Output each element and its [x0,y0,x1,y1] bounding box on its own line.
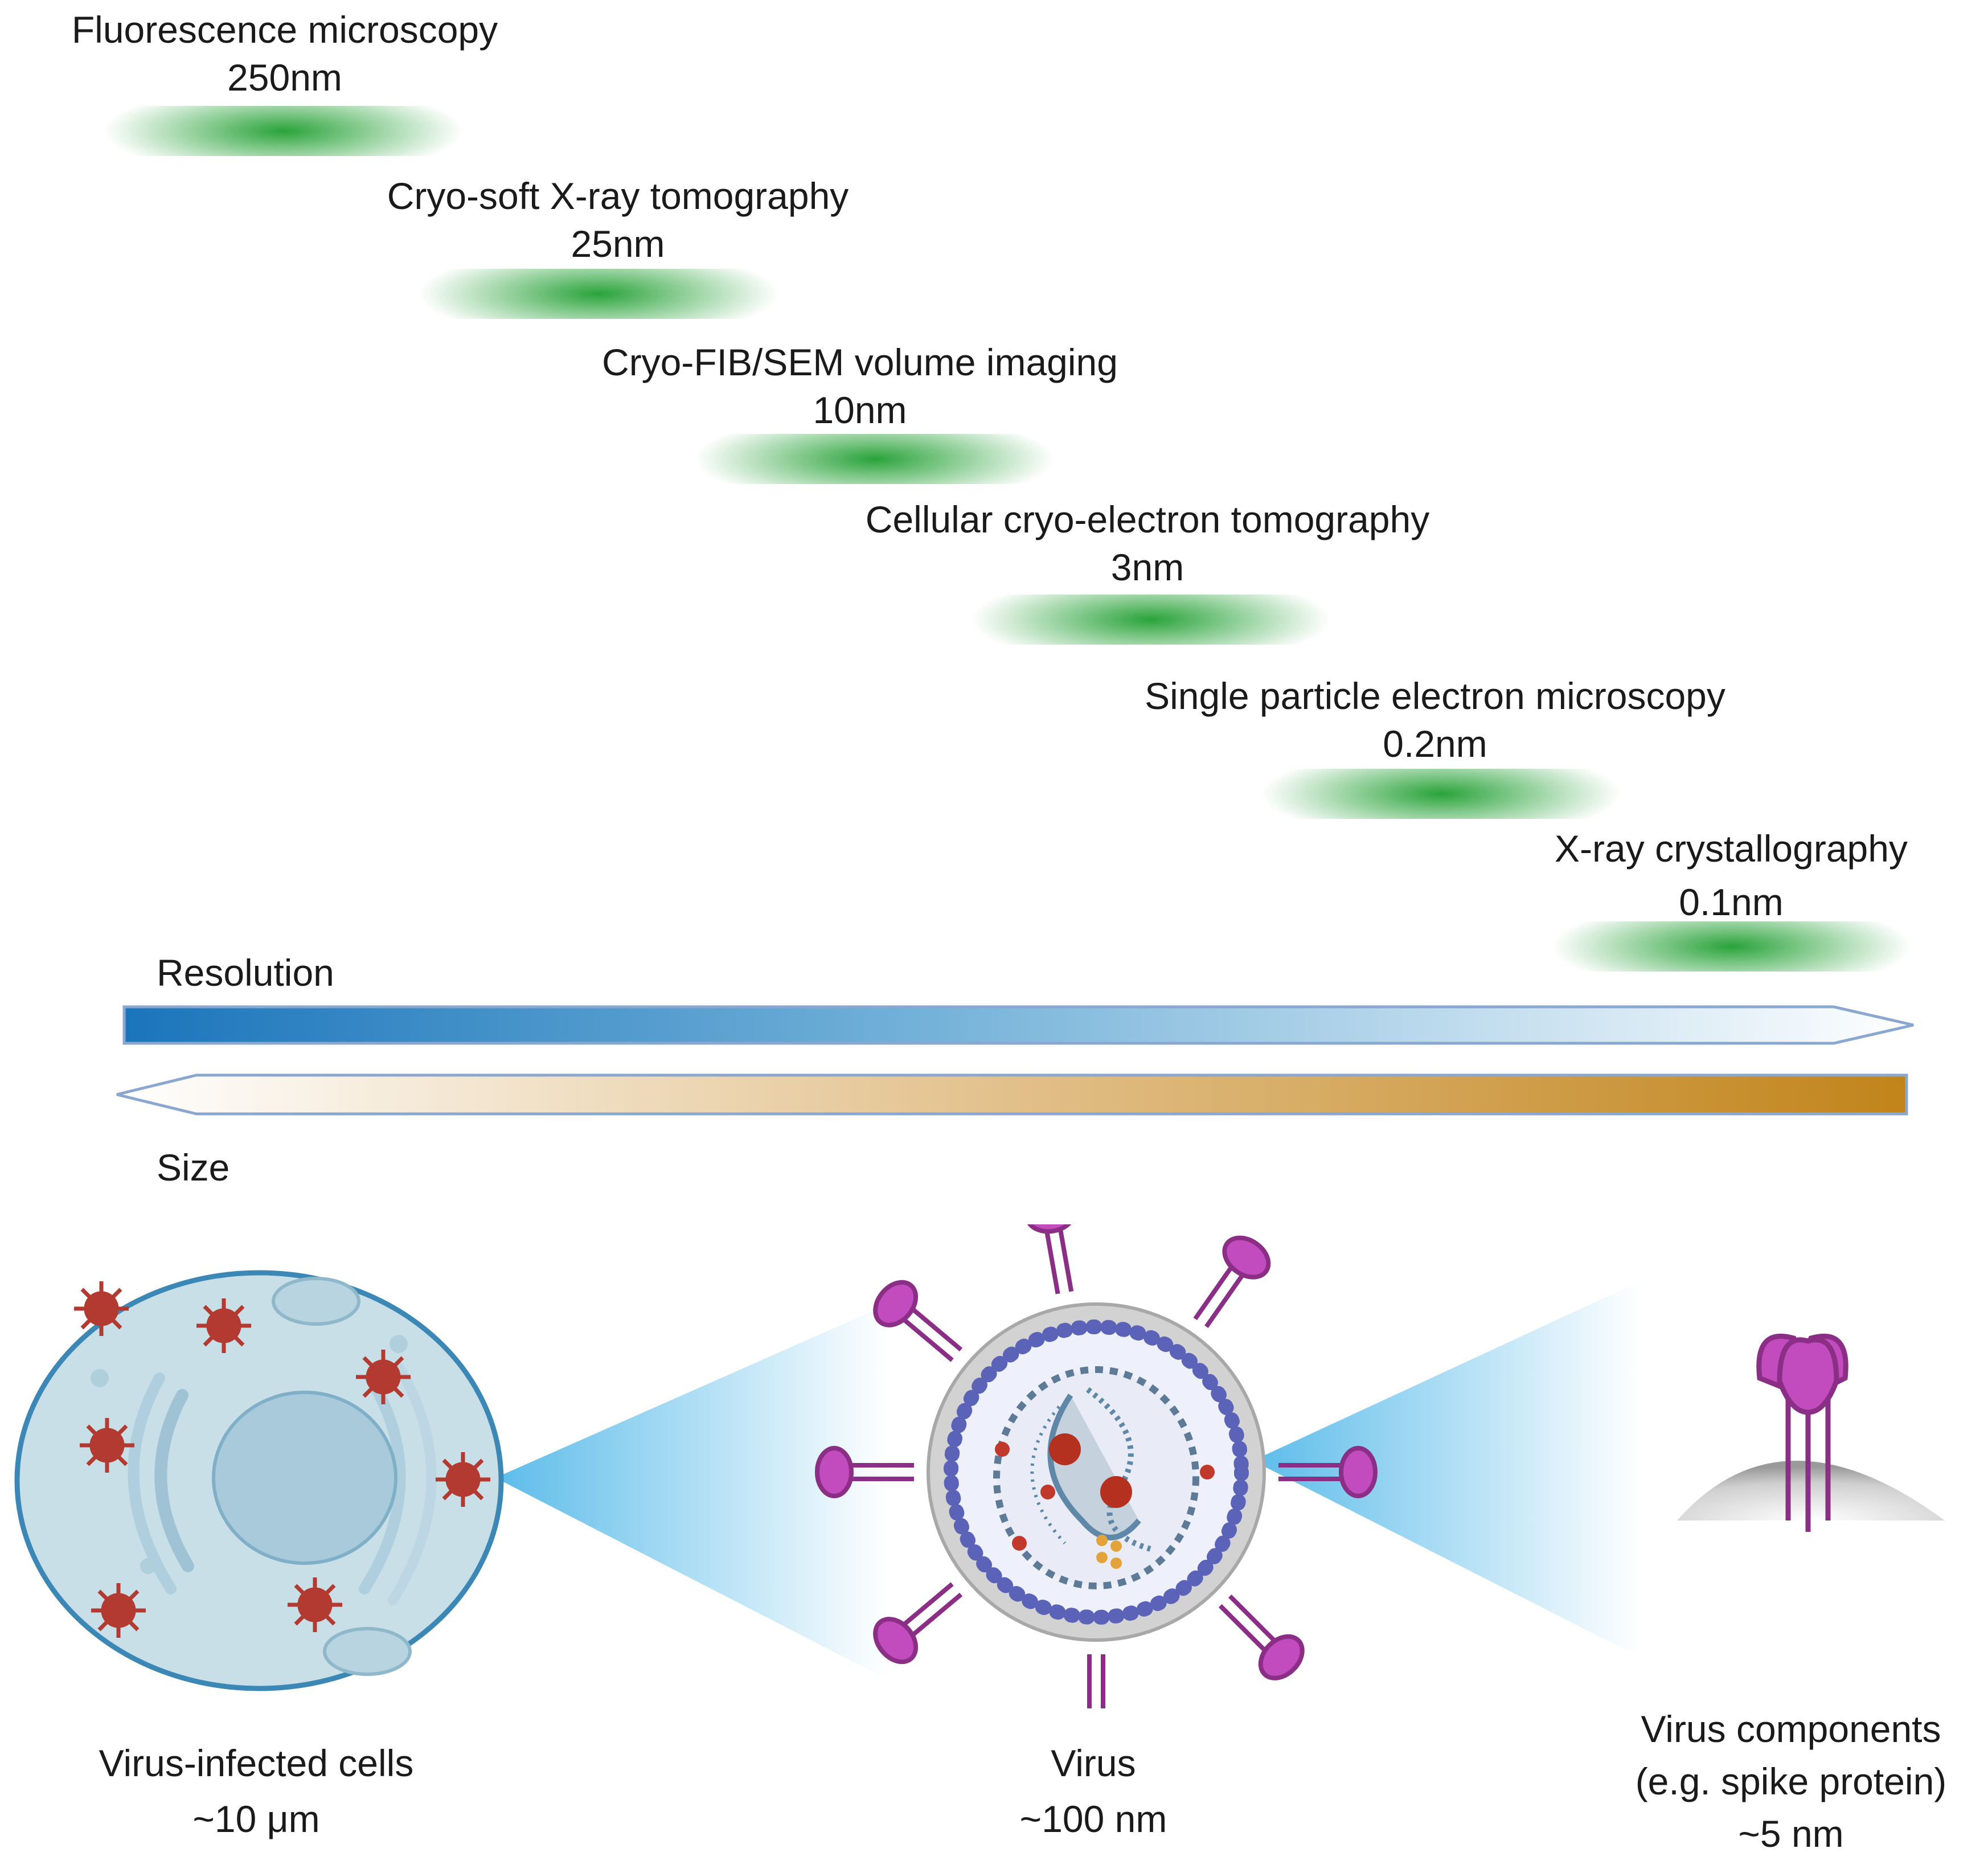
technique-name: Cryo-FIB/SEM volume imaging [602,341,1118,383]
technique-resolution: 0.2nm [1383,723,1487,765]
technique-name: Cryo-soft X-ray tomography [387,175,849,217]
resolution-axis-label: Resolution [157,952,334,994]
resolution-band-cryo-fib-sem [695,434,1055,484]
spike-protein-illustration [1677,1333,1945,1532]
zoom-beam-cell-to-virus [495,1304,888,1680]
technique-resolution: 3nm [1110,546,1184,588]
scale-subtitle: (e.g. spike protein) [1635,1760,1947,1802]
scale-size: ~100 nm [1019,1798,1167,1840]
scale-name: Virus-infected cells [99,1742,414,1784]
resolution-band-xray-crystallography [1552,921,1912,972]
resolution-band-cryo-soft-xray [419,269,778,319]
nucleus [212,1391,397,1565]
technique-name: Cellular cryo-electron tomography [865,498,1430,540]
zoom-beam-virus-to-spike [1253,1281,1640,1657]
scale-arrows [116,1005,1914,1116]
scale-name: Virus [1051,1742,1136,1784]
technique-name: Single particle electron microscopy [1145,675,1725,717]
technique-resolution: 25nm [571,223,665,265]
virus-illustration [815,1224,1378,1708]
technique-cryo-fib-sem: Cryo-FIB/SEM volume imaging 10nm [558,338,1162,434]
resolution-band-fluorescence [104,106,464,156]
technique-cryo-soft-xray: Cryo-soft X-ray tomography 25nm [342,172,894,268]
resolution-arrow [122,1005,1914,1045]
technique-xray-crystallography: X-ray crystallography 0.1nm [1503,825,1959,926]
scale-size: ~5 nm [1738,1813,1844,1855]
technique-resolution: 10nm [813,389,907,431]
size-axis-label: Size [157,1146,230,1188]
technique-resolution: 250nm [227,56,342,99]
resolution-band-cellular-cryo-et [971,595,1331,645]
illustrations [14,1224,1945,1708]
size-arrow [116,1073,1908,1116]
infected-cell-illustration [14,1270,504,1691]
scale-label-cells: Virus-infected cells ~10 μm [23,1737,490,1845]
technique-single-particle-em: Single particle electron microscopy 0.2n… [1088,672,1782,768]
technique-resolution: 0.1nm [1679,881,1784,923]
scale-label-components: Virus components (e.g. spike protein) ~5… [1595,1703,1987,1860]
technique-name: X-ray crystallography [1555,827,1908,870]
technique-cellular-cryo-et: Cellular cryo-electron tomography 3nm [809,495,1486,591]
scale-name: Virus components [1641,1708,1941,1750]
spike-proteins [815,1224,1378,1708]
scale-label-virus: Virus ~100 nm [866,1737,1321,1845]
technique-name: Fluorescence microscopy [71,9,498,51]
technique-fluorescence: Fluorescence microscopy 250nm [23,6,547,101]
virus-particle-icons [74,1281,490,1638]
scale-size: ~10 μm [192,1798,320,1840]
resolution-band-single-particle-em [1261,769,1621,819]
